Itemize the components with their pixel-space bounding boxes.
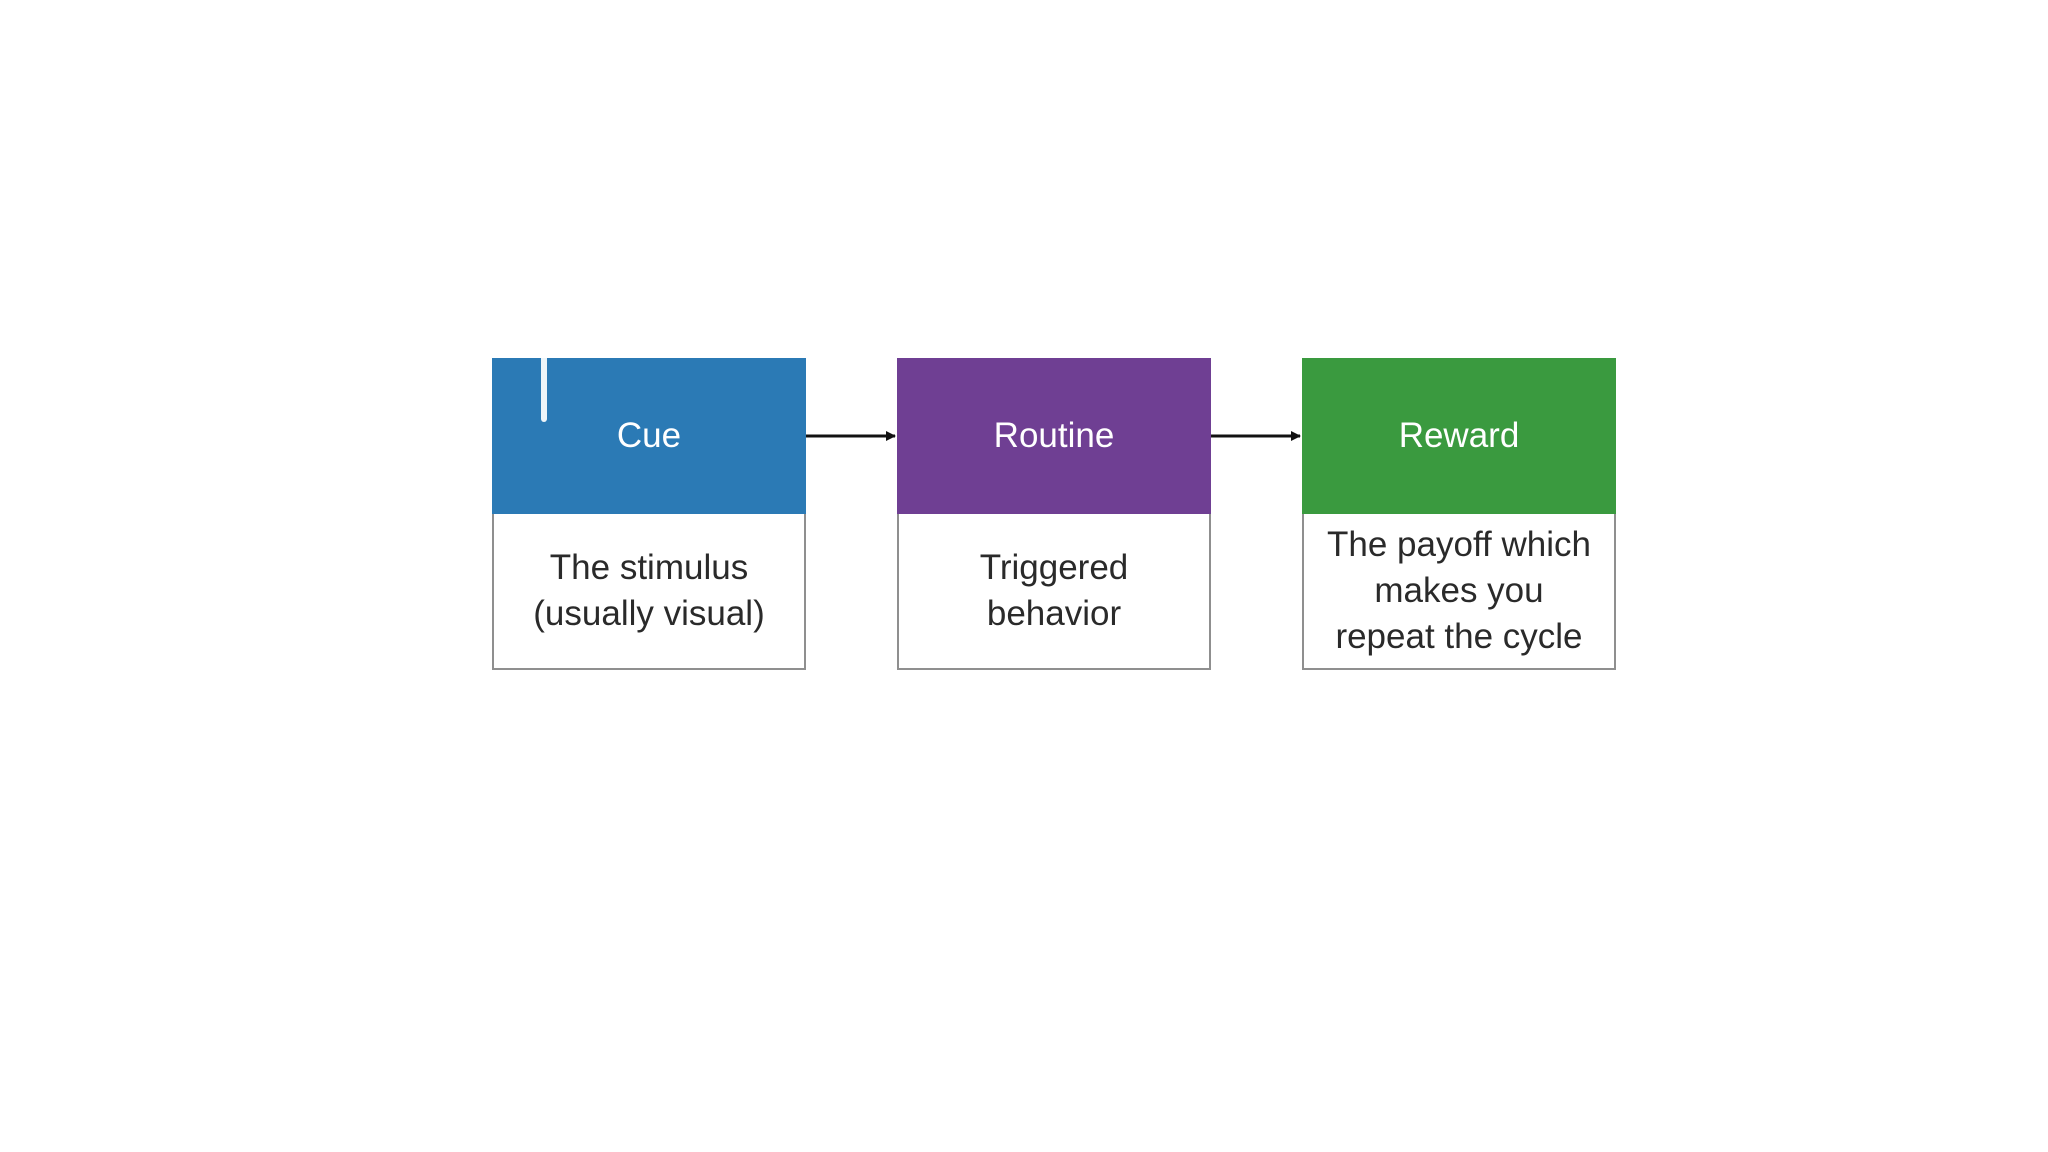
light-streak: [541, 330, 547, 422]
routine-header: Routine: [897, 358, 1211, 518]
routine-node: Routine Triggered behavior: [897, 358, 1211, 672]
reward-description: The payoff which makes you repeat the cy…: [1302, 514, 1616, 670]
habit-loop-diagram: Cue The stimulus (usually visual) Routin…: [492, 330, 1618, 674]
routine-title: Routine: [993, 416, 1115, 455]
cue-description: The stimulus (usually visual): [492, 514, 806, 670]
reward-node: Reward The payoff which makes you repeat…: [1302, 358, 1616, 672]
reward-header: Reward: [1302, 358, 1616, 518]
reward-title: Reward: [1398, 416, 1520, 455]
routine-description: Triggered behavior: [897, 514, 1211, 670]
cue-title: Cue: [616, 416, 682, 455]
cue-node: Cue The stimulus (usually visual): [492, 330, 806, 672]
connector-layer: [806, 431, 1301, 441]
cue-header: Cue: [492, 358, 806, 518]
